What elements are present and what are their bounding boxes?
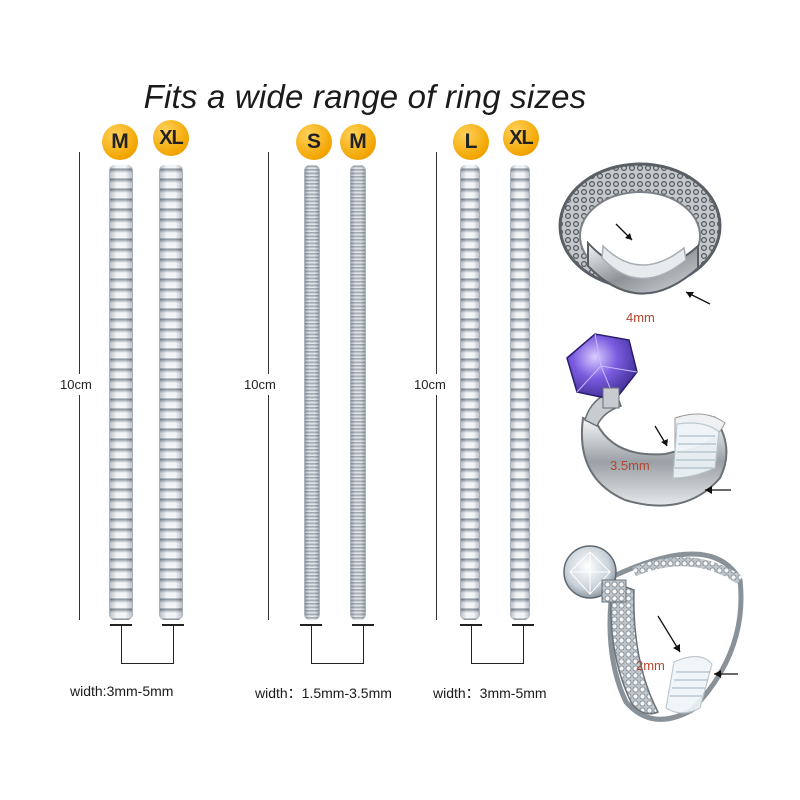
width-bracket	[121, 624, 174, 664]
size-badge-s: S	[296, 124, 332, 160]
ring-photo-wide-band	[558, 162, 722, 305]
size-badge-xl: XL	[503, 120, 539, 156]
spring-adjuster	[510, 165, 530, 620]
spring-adjuster	[350, 165, 366, 620]
spring-adjuster	[159, 165, 183, 620]
ring-width-label: 3.5mm	[610, 458, 650, 473]
width-label: width:3mm-5mm	[70, 683, 174, 699]
ring-photo-diamond	[563, 545, 744, 722]
size-badge-m: M	[340, 124, 376, 160]
size-badge-m: M	[102, 124, 138, 160]
length-label: 10cm	[414, 374, 446, 395]
length-label: 10cm	[244, 374, 276, 395]
size-badge-l: L	[453, 124, 489, 160]
width-label: width：3mm-5mm	[433, 685, 547, 701]
width-bracket	[471, 624, 524, 664]
width-label: width：1.5mm-3.5mm	[255, 685, 392, 701]
headline: Fits a wide range of ring sizes	[143, 78, 587, 115]
ring-width-label: 2mm	[636, 658, 665, 673]
spring-adjuster	[304, 165, 320, 620]
length-label: 10cm	[60, 374, 92, 395]
size-badge-xl: XL	[153, 120, 189, 156]
ring-photo-purple-gem	[566, 333, 731, 507]
spring-adjuster	[109, 165, 133, 620]
spring-adjuster	[460, 165, 480, 620]
gem-icon	[566, 333, 638, 401]
ring-width-label: 4mm	[626, 310, 655, 325]
width-bracket	[311, 624, 364, 664]
